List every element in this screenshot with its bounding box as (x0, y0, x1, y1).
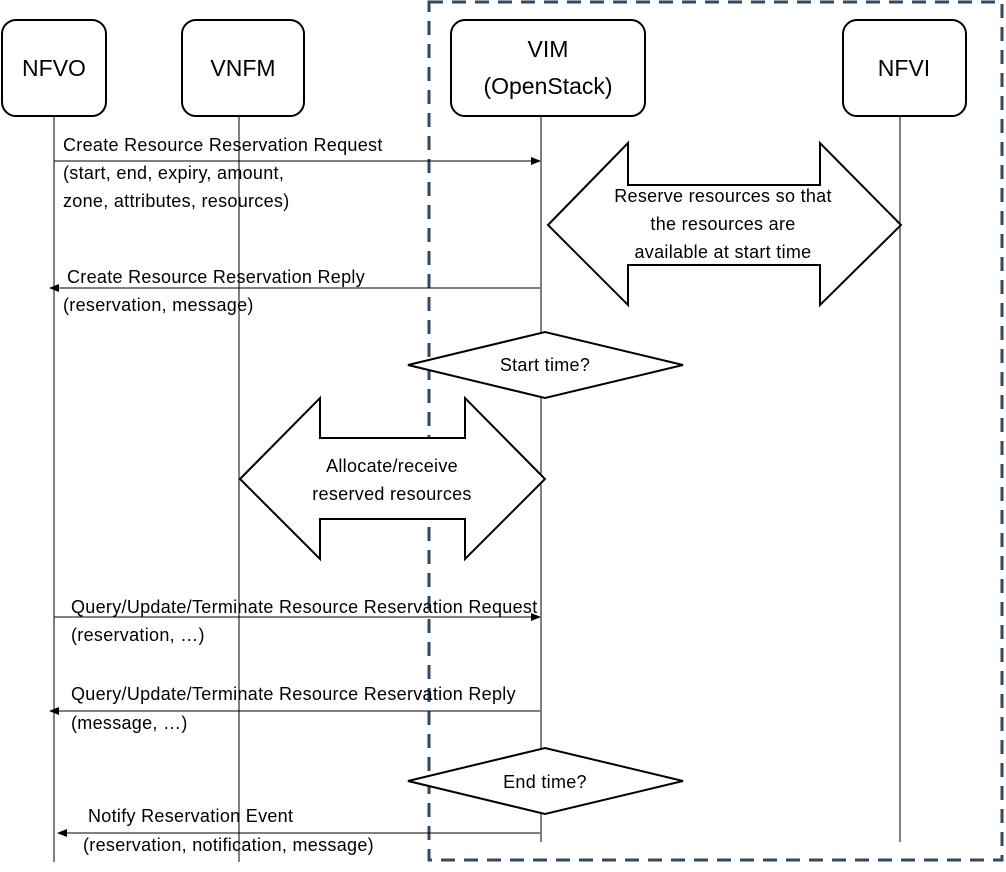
message-notify: Notify Reservation Event (reservation, n… (57, 806, 540, 855)
message-query-request: Query/Update/Terminate Resource Reservat… (54, 597, 541, 645)
create-request-label: Create Resource Reservation Request (63, 135, 383, 155)
create-request-params-2: zone, attributes, resources) (63, 191, 290, 211)
query-request-label: Query/Update/Terminate Resource Reservat… (71, 597, 538, 617)
reserve-label-3: available at start time (635, 242, 812, 262)
create-reply-params: (reservation, message) (63, 295, 254, 315)
query-request-params: (reservation, …) (71, 625, 205, 645)
vim-nfvi-boundary (427, 0, 1004, 862)
notify-label: Notify Reservation Event (88, 806, 293, 826)
actor-vim-label: VIM (528, 36, 569, 62)
actor-nfvo-label: NFVO (22, 55, 86, 81)
reserve-label-1: Reserve resources so that (614, 186, 832, 206)
actor-vim: VIM (OpenStack) (450, 19, 646, 117)
actor-nfvi-label: NFVI (878, 55, 930, 81)
message-create-request: Create Resource Reservation Request (sta… (54, 135, 541, 211)
decision-end-time: End time? (407, 746, 684, 816)
actor-nfvi: NFVI (842, 19, 967, 117)
allocate-label-1: Allocate/receive (326, 456, 458, 476)
allocate-resources-arrow: Allocate/receive reserved resources (238, 395, 547, 562)
query-reply-params: (message, …) (71, 713, 188, 733)
notify-params: (reservation, notification, message) (83, 835, 374, 855)
end-time-label: End time? (503, 772, 587, 792)
reserve-resources-arrow: Reserve resources so that the resources … (546, 140, 903, 308)
actor-nfvo: NFVO (1, 19, 107, 117)
message-create-reply: Create Resource Reservation Reply (reser… (49, 267, 540, 315)
actor-vnfm: VNFM (181, 19, 305, 117)
create-request-params-1: (start, end, expiry, amount, (63, 163, 284, 183)
decision-start-time: Start time? (407, 330, 684, 400)
message-query-reply: Query/Update/Terminate Resource Reservat… (49, 684, 540, 733)
actor-vnfm-label: VNFM (210, 55, 275, 81)
create-reply-label: Create Resource Reservation Reply (67, 267, 365, 287)
allocate-label-2: reserved resources (312, 484, 471, 504)
reserve-label-2: the resources are (650, 214, 795, 234)
query-reply-label: Query/Update/Terminate Resource Reservat… (71, 684, 516, 704)
start-time-label: Start time? (500, 355, 590, 375)
actor-vim-sublabel: (OpenStack) (483, 73, 612, 99)
